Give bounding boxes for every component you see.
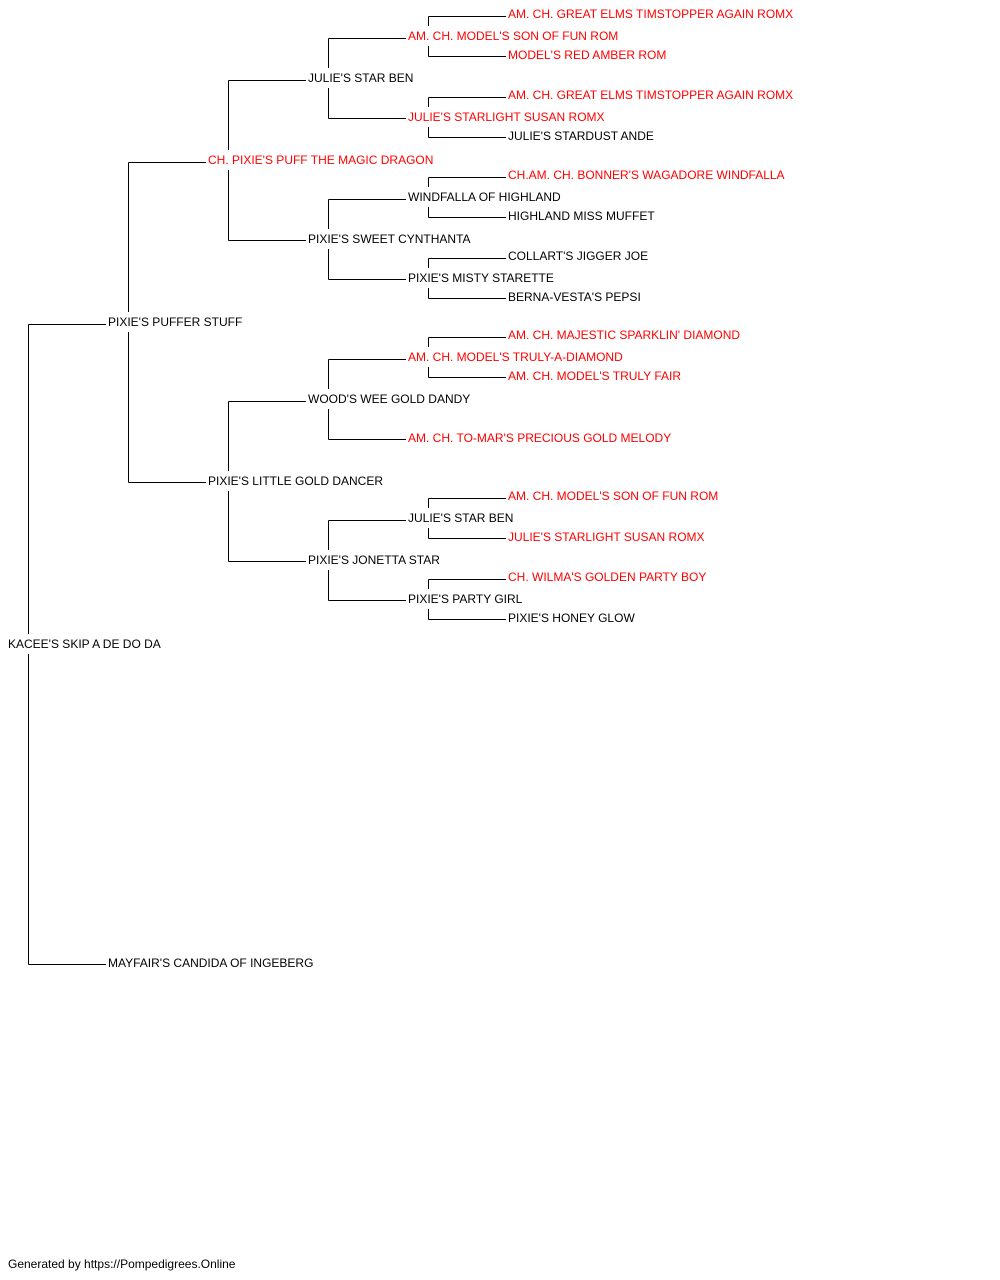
- dog-name: AM. CH. MAJESTIC SPARKLIN' DIAMOND: [508, 328, 743, 342]
- dog-name: PIXIE'S HONEY GLOW: [508, 611, 637, 625]
- dog-name: CH.AM. CH. BONNER'S WAGADORE WINDFALLA: [508, 168, 787, 182]
- dog-name: PIXIE'S LITTLE GOLD DANCER: [208, 474, 386, 488]
- dog-name: PIXIE'S PUFFER STUFF: [108, 315, 245, 329]
- footer-credit: Generated by https://Pompedigrees.Online: [8, 1257, 236, 1271]
- dog-name: MODEL'S RED AMBER ROM: [508, 48, 669, 62]
- dog-name: KACEE'S SKIP A DE DO DA: [8, 637, 163, 651]
- dog-name: CH. WILMA'S GOLDEN PARTY BOY: [508, 570, 709, 584]
- dog-name: PIXIE'S MISTY STARETTE: [408, 271, 556, 285]
- dog-name: AM. CH. GREAT ELMS TIMSTOPPER AGAIN ROMX: [508, 88, 796, 102]
- dog-name: JULIE'S STARLIGHT SUSAN ROMX: [508, 530, 707, 544]
- dog-name: MAYFAIR'S CANDIDA OF INGEBERG: [108, 956, 316, 970]
- dog-name: WINDFALLA OF HIGHLAND: [408, 190, 563, 204]
- dog-name: BERNA-VESTA'S PEPSI: [508, 290, 643, 304]
- dog-name: AM. CH. MODEL'S TRULY FAIR: [508, 369, 683, 383]
- dog-name: JULIE'S STARDUST ANDE: [508, 129, 656, 143]
- dog-name: PIXIE'S JONETTA STAR: [308, 553, 442, 567]
- dog-name: PIXIE'S PARTY GIRL: [408, 592, 525, 606]
- dog-name: AM. CH. TO-MAR'S PRECIOUS GOLD MELODY: [408, 431, 674, 445]
- dog-name: PIXIE'S SWEET CYNTHANTA: [308, 232, 473, 246]
- dog-name: JULIE'S STARLIGHT SUSAN ROMX: [408, 110, 607, 124]
- dog-name: AM. CH. MODEL'S TRULY-A-DIAMOND: [408, 350, 625, 364]
- dog-name: JULIE'S STAR BEN: [308, 71, 416, 85]
- dog-name: JULIE'S STAR BEN: [408, 511, 516, 525]
- dog-name: AM. CH. MODEL'S SON OF FUN ROM: [508, 489, 721, 503]
- dog-name: AM. CH. MODEL'S SON OF FUN ROM: [408, 29, 621, 43]
- dog-name: WOOD'S WEE GOLD DANDY: [308, 392, 473, 406]
- dog-name: COLLART'S JIGGER JOE: [508, 249, 651, 263]
- dog-name: AM. CH. GREAT ELMS TIMSTOPPER AGAIN ROMX: [508, 7, 796, 21]
- dog-name: HIGHLAND MISS MUFFET: [508, 209, 657, 223]
- dog-name: CH. PIXIE'S PUFF THE MAGIC DRAGON: [208, 153, 436, 167]
